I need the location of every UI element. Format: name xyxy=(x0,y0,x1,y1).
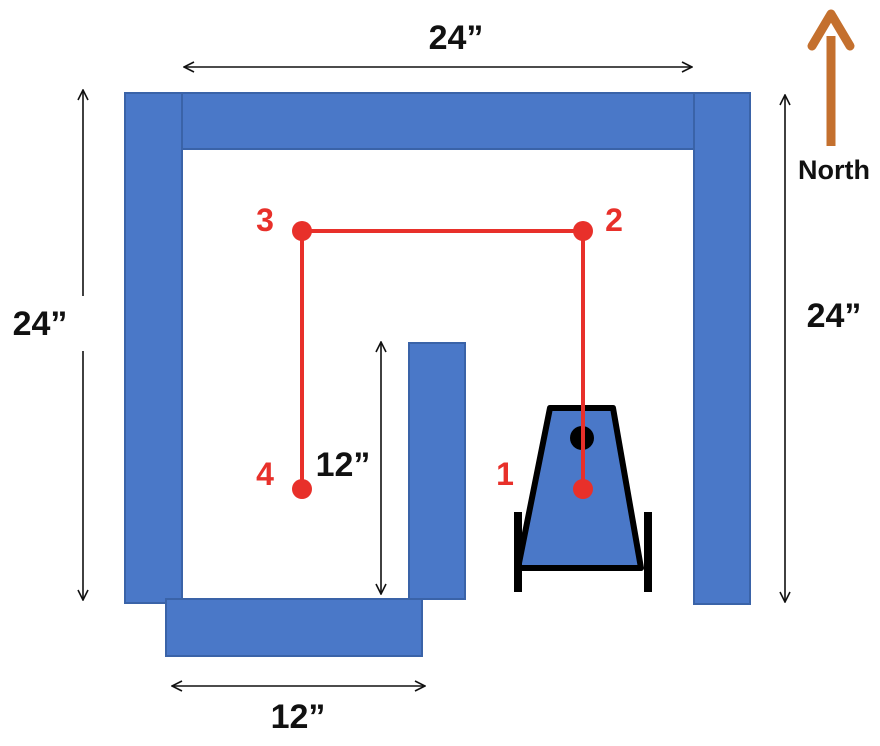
waypoint-markers xyxy=(292,221,593,499)
inner-dimension-label: 12” xyxy=(316,446,371,484)
north-label: North xyxy=(798,155,870,185)
robot-path xyxy=(300,229,585,489)
waypoint-1 xyxy=(573,479,593,499)
dimension-arrows xyxy=(83,67,785,686)
waypoint-4 xyxy=(292,479,312,499)
waypoint-label-1: 1 xyxy=(496,456,514,492)
north-arrow-icon xyxy=(807,9,855,146)
walls xyxy=(124,92,751,657)
left-dimension-label: 24” xyxy=(13,305,68,343)
waypoint-labels: 1 2 3 4 xyxy=(256,202,623,492)
waypoint-2 xyxy=(573,221,593,241)
bottom-wall xyxy=(165,598,423,657)
bottom-dimension-label: 12” xyxy=(271,698,326,736)
waypoint-label-2: 2 xyxy=(605,202,623,238)
right-dimension-label: 24” xyxy=(807,297,862,335)
top-wall xyxy=(181,92,695,150)
waypoint-3 xyxy=(292,221,312,241)
inner-wall xyxy=(408,342,466,600)
waypoint-label-3: 3 xyxy=(256,202,274,238)
left-wall xyxy=(124,92,183,604)
right-wall xyxy=(693,92,751,605)
waypoint-label-4: 4 xyxy=(256,456,274,492)
robot-icon xyxy=(514,405,652,592)
top-dimension-label: 24” xyxy=(429,19,484,57)
